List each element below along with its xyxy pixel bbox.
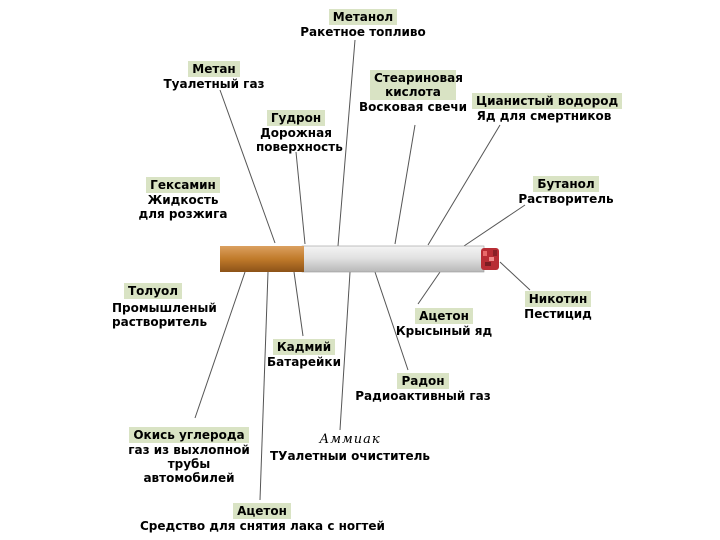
cigarette-filter bbox=[220, 246, 304, 272]
label-cadmium-desc: Батарейки bbox=[267, 355, 341, 369]
line-cadmium bbox=[293, 271, 304, 337]
line-acetone-nail bbox=[259, 271, 269, 501]
label-ammonia-desc: ТУалетныи очиститель bbox=[270, 449, 430, 463]
label-stearic-name: Стеариновая кислота bbox=[370, 70, 463, 100]
label-cyanide: Цианистый водород Яд для смертников bbox=[472, 90, 623, 123]
line-tar bbox=[295, 151, 306, 245]
label-nicotine-name: Никотин bbox=[524, 291, 592, 307]
line-stearic bbox=[394, 124, 416, 245]
label-tar: Гудрон Дорожная поверхность bbox=[248, 107, 344, 154]
label-co: Окись углерода газ из выхлопной трубы ав… bbox=[120, 424, 258, 485]
line-co bbox=[194, 271, 246, 419]
label-ammonia-name: Аммиак bbox=[319, 432, 381, 447]
label-hexamine-name: Гексамин bbox=[146, 177, 220, 193]
label-radon-name: Радон bbox=[397, 373, 449, 389]
label-stearic: Стеариновая кислота Восковая свечи bbox=[358, 70, 468, 114]
line-cyanide bbox=[427, 124, 501, 246]
label-toluene-desc: Промышленый растворитель bbox=[112, 301, 217, 329]
label-hexamine-desc: Жидкость для розжига bbox=[138, 193, 228, 221]
cigarette bbox=[220, 245, 499, 273]
label-tar-desc: Дорожная поверхность bbox=[256, 126, 343, 154]
label-radon: Радон Радиоактивный газ bbox=[354, 370, 492, 403]
label-acetone-rat: Ацетон Крысыный яд bbox=[390, 305, 498, 338]
line-nicotine bbox=[499, 261, 531, 291]
line-methanol bbox=[337, 39, 356, 247]
label-acetone-nail-desc: Средство для снятия лака с ногтей bbox=[140, 519, 385, 533]
label-acetone-rat-name: Ацетон bbox=[415, 308, 473, 324]
label-nicotine-desc: Пестицид bbox=[524, 307, 592, 321]
label-cadmium-name: Кадмий bbox=[272, 339, 336, 355]
label-stearic-desc: Восковая свечи bbox=[359, 100, 467, 114]
label-co-desc: газ из выхлопной трубы автомобилей bbox=[128, 443, 250, 485]
label-nicotine: Никотин Пестицид bbox=[518, 288, 598, 321]
line-methane bbox=[219, 89, 276, 244]
line-acetone-rat bbox=[417, 271, 441, 305]
label-acetone-nail: Ацетон Средство для снятия лака с ногтей bbox=[140, 500, 385, 533]
cigarette-ember bbox=[481, 248, 499, 270]
label-tar-name: Гудрон bbox=[266, 110, 326, 126]
line-ammonia bbox=[339, 271, 351, 431]
label-methanol-desc: Ракетное топливо bbox=[300, 25, 426, 39]
label-methane-desc: Туалетный газ bbox=[163, 77, 265, 91]
label-methanol: Метанол Ракетное топливо bbox=[298, 6, 428, 39]
label-toluene: Толуол Промышленый растворитель bbox=[112, 280, 217, 329]
cigarette-paper bbox=[301, 245, 485, 273]
line-butanol bbox=[463, 204, 526, 247]
label-cyanide-name: Цианистый водород bbox=[472, 93, 623, 109]
label-acetone-rat-desc: Крысыный яд bbox=[395, 324, 493, 338]
label-methanol-name: Метанол bbox=[328, 9, 398, 25]
label-methane: Метан Туалетный газ bbox=[156, 58, 272, 91]
label-cyanide-desc: Яд для смертников bbox=[476, 109, 612, 123]
label-methane-name: Метан bbox=[188, 61, 240, 77]
label-co-name: Окись углерода bbox=[129, 427, 249, 443]
connector-lines bbox=[194, 39, 531, 501]
label-acetone-nail-name: Ацетон bbox=[233, 503, 291, 519]
label-cadmium: Кадмий Батарейки bbox=[262, 336, 346, 369]
label-butanol-desc: Растворитель bbox=[518, 192, 614, 206]
line-radon bbox=[374, 271, 409, 371]
label-hexamine: Гексамин Жидкость для розжига bbox=[126, 174, 240, 221]
label-radon-desc: Радиоактивный газ bbox=[355, 389, 491, 403]
label-toluene-name: Толуол bbox=[124, 283, 183, 299]
label-butanol: Бутанол Растворитель bbox=[510, 173, 622, 206]
label-butanol-name: Бутанол bbox=[533, 176, 599, 192]
label-ammonia: Аммиак ТУалетныи очиститель bbox=[268, 432, 432, 463]
